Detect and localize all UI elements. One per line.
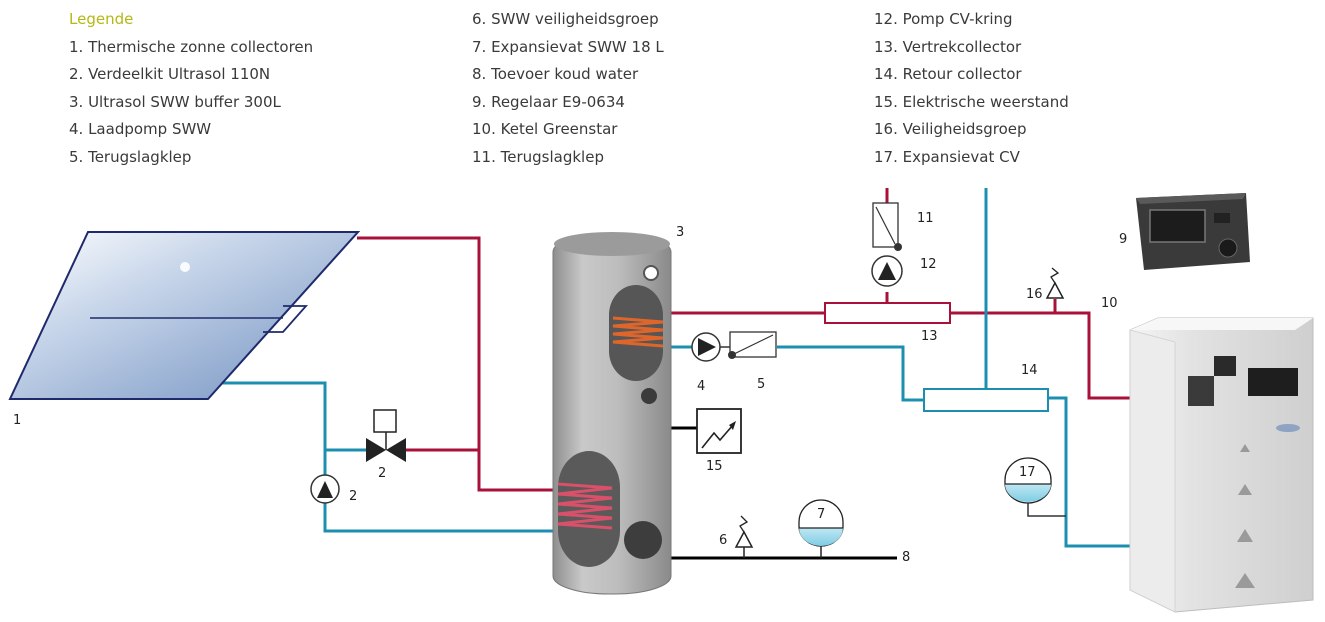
return-collector — [923, 388, 1049, 412]
safety-group-sww-icon — [734, 515, 754, 558]
legend-item: 6. SWW veiligheidsgroep — [472, 10, 659, 28]
cv-check-valve-icon — [872, 202, 902, 251]
legend-item: 8. Toevoer koud water — [472, 65, 639, 83]
charge-pump-icon — [691, 332, 721, 362]
legend-item: 3. Ultrasol SWW buffer 300L — [69, 93, 282, 111]
label-2-valve: 2 — [378, 466, 386, 481]
boiler-unit — [1129, 317, 1314, 613]
solar-return-pipe — [210, 381, 555, 533]
legend-item: 5. Terugslagklep — [69, 148, 191, 166]
legend-item: 4. Laadpomp SWW — [69, 120, 211, 138]
legend-item: 16. Veiligheidsgroep — [874, 120, 1027, 138]
label-9: 9 — [1119, 232, 1127, 247]
safety-group-cv-icon — [1045, 267, 1065, 299]
upper-heat-coil-icon — [612, 316, 664, 348]
legend-item: 12. Pomp CV-kring — [874, 10, 1013, 28]
label-15: 15 — [706, 459, 723, 474]
label-6: 6 — [719, 533, 727, 548]
return-collector-to-boiler-pipe — [1048, 396, 1130, 548]
legend-item: 13. Vertrekcollector — [874, 38, 1022, 56]
label-4: 4 — [697, 379, 705, 394]
legend-item: 10. Ketel Greenstar — [472, 120, 618, 138]
legend-item: 9. Regelaar E9-0634 — [472, 93, 625, 111]
label-7: 7 — [817, 507, 825, 522]
label-3: 3 — [676, 225, 684, 240]
label-17: 17 — [1019, 465, 1036, 480]
label-11: 11 — [917, 211, 934, 226]
legend-item: 15. Elektrische weerstand — [874, 93, 1069, 111]
component-labels: 1 2 2 3 4 5 6 7 8 9 10 11 12 13 14 15 16… — [13, 211, 1127, 565]
mixing-valve-icon — [366, 409, 406, 462]
label-5: 5 — [757, 377, 765, 392]
expansion-vessel-cv-pipe — [1027, 502, 1066, 517]
legend-item: 17. Expansievat CV — [874, 148, 1021, 166]
pipes — [210, 188, 1130, 560]
label-16: 16 — [1026, 287, 1043, 302]
expansion-vessel-cv-icon — [1004, 457, 1052, 504]
flow-collector — [824, 302, 951, 324]
label-1: 1 — [13, 413, 21, 428]
solar-flow-pipe — [357, 236, 555, 492]
electric-heater-icon — [696, 408, 742, 454]
legend-item: 7. Expansievat SWW 18 L — [472, 38, 664, 56]
legend-item: 14. Retour collector — [874, 65, 1022, 83]
label-12: 12 — [920, 257, 937, 272]
label-2-pump: 2 — [349, 489, 357, 504]
controller-unit — [1136, 193, 1250, 270]
buffer-tank — [552, 232, 672, 595]
legend-item: 11. Terugslagklep — [472, 148, 604, 166]
legend: Legende 1. Thermische zonne collectoren … — [69, 10, 1069, 166]
expansion-vessel-sww-icon — [798, 499, 844, 558]
solar-collector — [8, 231, 361, 400]
label-8: 8 — [902, 550, 910, 565]
check-valve-icon — [720, 331, 777, 359]
check-valve-to-return-pipe — [777, 345, 924, 402]
lower-heat-coil-icon — [557, 482, 613, 530]
label-14: 14 — [1021, 363, 1038, 378]
cv-pump-icon — [871, 255, 903, 287]
legend-title: Legende — [69, 10, 133, 28]
legend-item: 2. Verdeelkit Ultrasol 110N — [69, 65, 270, 83]
solar-pump-icon — [310, 474, 340, 504]
legend-item: 1. Thermische zonne collectoren — [69, 38, 313, 56]
label-13: 13 — [921, 329, 938, 344]
label-10: 10 — [1101, 296, 1118, 311]
flow-collector-to-boiler-pipe — [950, 311, 1130, 400]
